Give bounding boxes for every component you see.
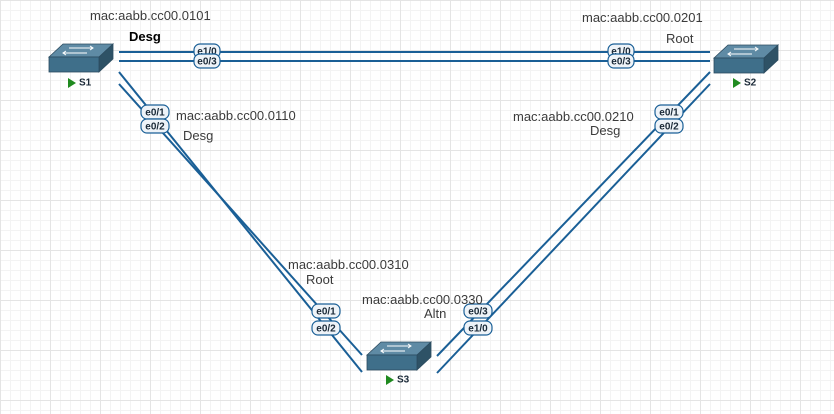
mac-label-s1: mac:aabb.cc00.0101 xyxy=(90,8,211,23)
port-badge[interactable]: e0/3 xyxy=(193,53,221,69)
mac-label-s3-right: mac:aabb.cc00.0330 xyxy=(362,292,483,307)
role-label-s2: Root xyxy=(666,31,694,46)
switch-icon[interactable] xyxy=(365,341,433,371)
port-label: e0/2 xyxy=(145,122,165,133)
running-triangle-icon xyxy=(68,78,76,88)
switch-icon[interactable] xyxy=(712,44,780,74)
role-label-s3-right: Altn xyxy=(424,306,447,321)
role-label-s1-down: Desg xyxy=(183,128,214,143)
port-label: e1/0 xyxy=(468,324,488,335)
running-triangle-icon xyxy=(733,78,741,88)
port-badge[interactable]: e0/2 xyxy=(311,320,341,336)
mac-label-s2: mac:aabb.cc00.0201 xyxy=(582,10,703,25)
mac-label-s3-left: mac:aabb.cc00.0310 xyxy=(288,257,409,272)
switch-icon[interactable] xyxy=(47,43,115,73)
port-badge[interactable]: e0/3 xyxy=(463,303,493,319)
port-badge[interactable]: e0/2 xyxy=(654,118,684,134)
port-badge[interactable]: e0/2 xyxy=(140,118,170,134)
port-badge[interactable]: e0/1 xyxy=(654,104,684,120)
port-label: e0/2 xyxy=(316,324,336,335)
port-label: e0/3 xyxy=(611,57,631,68)
device-label: S1 xyxy=(79,77,92,89)
port-label: e0/1 xyxy=(659,108,679,119)
port-badge[interactable]: e0/3 xyxy=(607,53,635,69)
port-badge[interactable]: e0/1 xyxy=(311,303,341,319)
port-label: e1/0 xyxy=(611,47,631,58)
port-label: e0/2 xyxy=(659,122,679,133)
port-label: e0/3 xyxy=(197,57,217,68)
role-label-s3-left: Root xyxy=(306,272,334,287)
port-badge[interactable]: e0/1 xyxy=(140,104,170,120)
running-triangle-icon xyxy=(386,375,394,385)
port-label: e1/0 xyxy=(197,47,217,58)
role-label-s1: Desg xyxy=(129,29,161,44)
mac-label-s2-down: mac:aabb.cc00.0210 xyxy=(513,109,634,124)
port-badge[interactable]: e1/0 xyxy=(463,320,493,336)
device-label: S3 xyxy=(397,374,410,386)
device-name-s3[interactable]: S3 xyxy=(386,375,409,386)
device-name-s2[interactable]: S2 xyxy=(733,78,756,89)
device-name-s1[interactable]: S1 xyxy=(68,78,91,89)
links xyxy=(118,51,711,374)
device-label: S2 xyxy=(744,77,757,89)
port-label: e0/1 xyxy=(145,108,165,119)
mac-label-s1-down: mac:aabb.cc00.0110 xyxy=(176,108,296,123)
port-label: e0/1 xyxy=(316,307,336,318)
role-label-s2-down: Desg xyxy=(590,123,621,138)
port-label: e0/3 xyxy=(468,307,488,318)
